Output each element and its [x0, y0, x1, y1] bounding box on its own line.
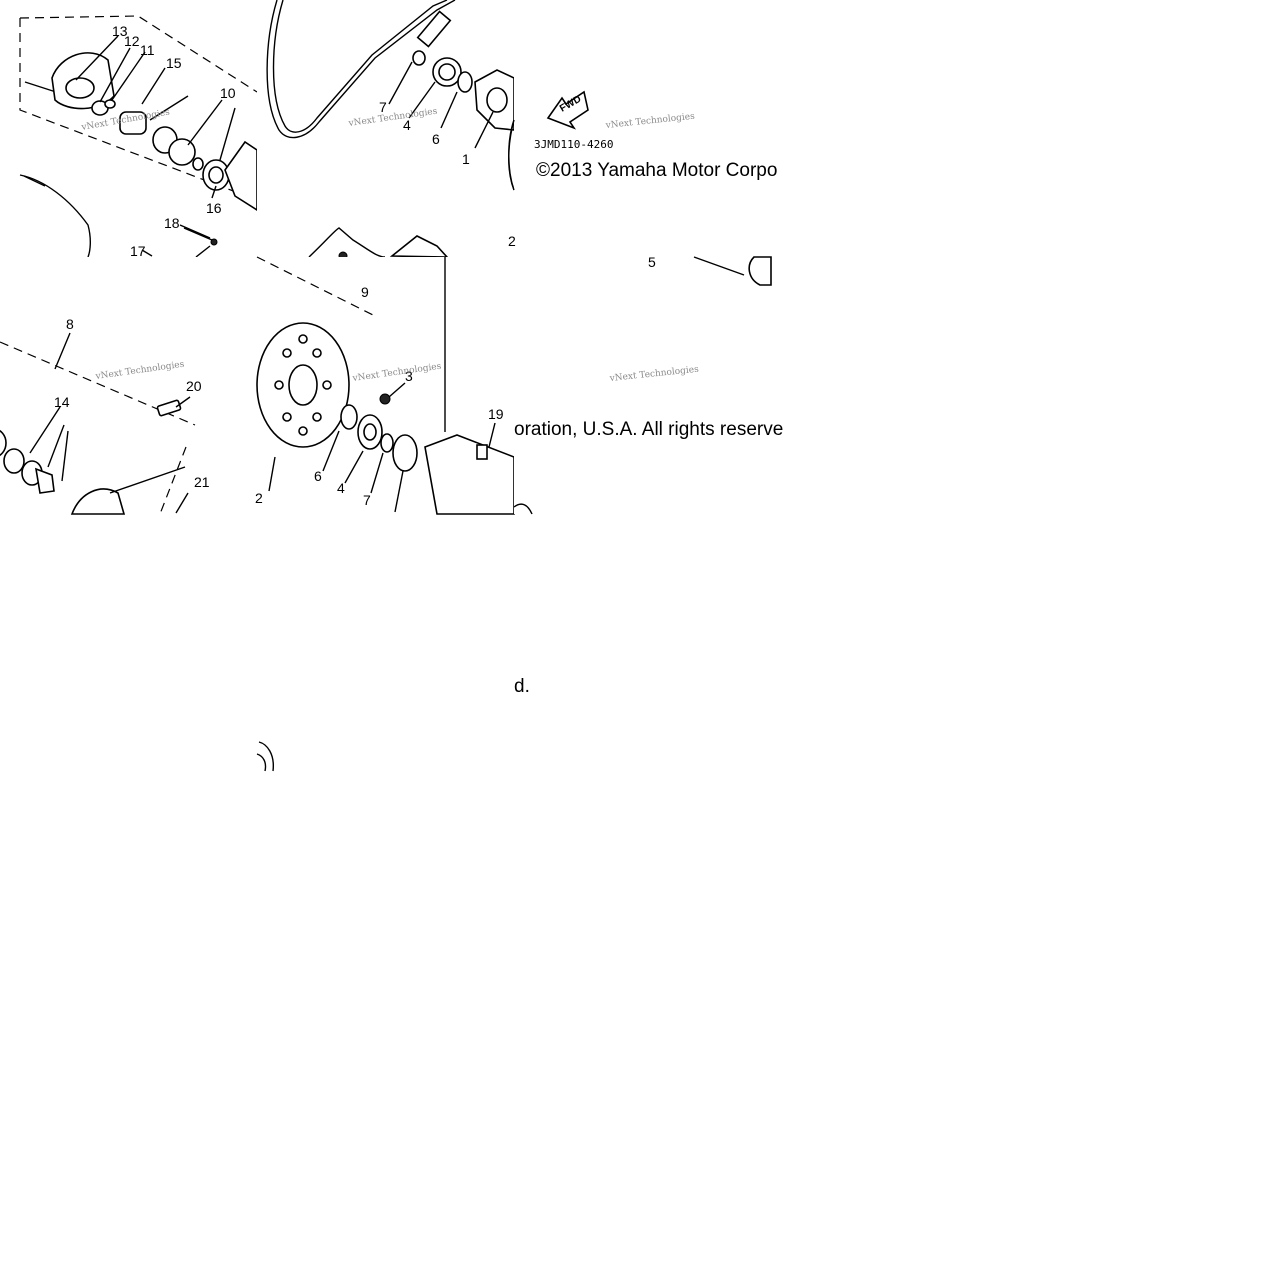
callout-17: 17	[130, 243, 146, 259]
callout-4-top: 4	[403, 117, 411, 133]
diagram-tile-lower-center	[256, 514, 277, 772]
diagram-tile-top-left: 13 12 11 15 10 16 18 17 vNext Technologi…	[0, 0, 258, 259]
callout-2: 2	[255, 490, 263, 506]
callout-18: 18	[164, 215, 180, 231]
watermark-3: vNext Technologies	[604, 112, 695, 131]
callout-21: 21	[194, 474, 210, 490]
callout-9: 9	[361, 284, 369, 300]
callout-1: 1	[462, 151, 470, 167]
hook-fragment	[256, 741, 274, 772]
watermark-4: vNext Technologies	[94, 360, 185, 383]
copyright-line-2: oration, U.S.A. All rights reserve	[514, 419, 784, 440]
callout-20: 20	[186, 378, 202, 394]
callout-5: 5	[648, 254, 656, 270]
callout-10: 10	[220, 85, 236, 101]
callout-14: 14	[54, 394, 70, 410]
callout-13: 13	[112, 23, 128, 39]
fwd-arrow-icon	[546, 90, 589, 130]
exploded-view-brake-disc: 2 6 4 7 3 19 9 vNext Technologies	[255, 256, 515, 515]
exploded-view-rear-housing: 5 vNext Technologies	[513, 254, 772, 515]
copyright-line-1: ©2013 Yamaha Motor Corpo	[536, 160, 778, 181]
fwd-arrow-and-code-block: FWD 3JMD110-4260 vNext Technologies 2	[508, 90, 696, 249]
callout-3: 3	[405, 368, 413, 384]
callout-15: 15	[166, 55, 182, 71]
diagram-tile-center: 2 6 4 7 3 19 9 vNext Technologies	[255, 256, 515, 515]
callout-12: 12	[124, 33, 140, 49]
callout-6-lower: 6	[314, 468, 322, 484]
diagram-tile-middle-left: 8 14 20 21 vNext Technologies	[0, 257, 257, 515]
callout-6-top: 6	[432, 131, 440, 147]
watermark-5: vNext Technologies	[351, 362, 442, 385]
callout-8: 8	[66, 316, 74, 332]
callout-4-lower: 4	[337, 480, 345, 496]
callout-2-fragment: 2	[508, 233, 516, 249]
drawing-code: 3JMD110-4260	[534, 138, 613, 151]
exploded-view-upper-assembly: 13 12 11 15 10 16 18 17 vNext Technologi…	[19, 15, 258, 259]
callout-16: 16	[206, 200, 222, 216]
callout-7-lower: 7	[363, 492, 371, 508]
exploded-view-lower-assembly: 8 14 20 21 vNext Technologies	[0, 316, 210, 515]
watermark-6: vNext Technologies	[608, 365, 699, 384]
watermark-2: vNext Technologies	[347, 107, 438, 130]
diagram-tile-top-center: 7 4 6 1 vNext Technologies	[257, 0, 515, 331]
callout-11: 11	[140, 42, 155, 58]
diagram-tile-top-right: FWD 3JMD110-4260 vNext Technologies 2 ©2…	[508, 0, 778, 257]
callout-19: 19	[488, 406, 504, 422]
callout-7-top: 7	[379, 99, 387, 115]
copyright-line-3: d.	[514, 676, 530, 697]
exploded-view-hub-cable: 7 4 6 1 vNext Technologies	[266, 0, 515, 331]
diagram-tile-middle-right: 5 vNext Technologies oration, U.S.A. All…	[513, 254, 784, 515]
